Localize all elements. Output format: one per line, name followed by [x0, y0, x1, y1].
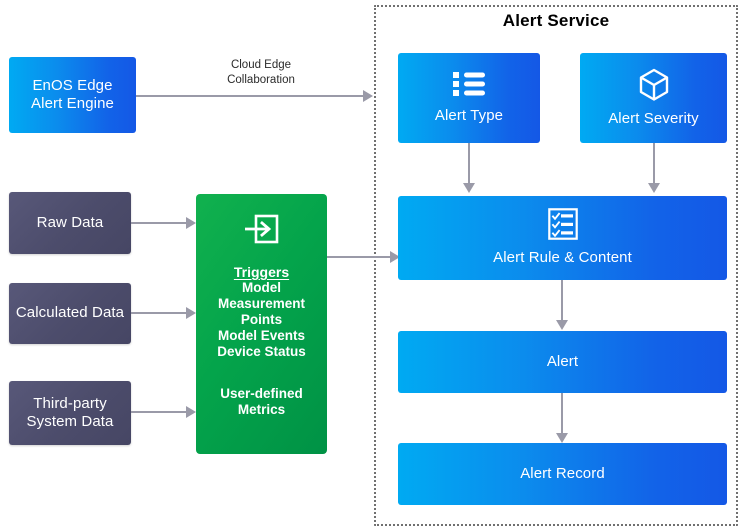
alert-label: Alert	[546, 352, 579, 370]
connector-raw-data-to-triggers	[131, 222, 188, 224]
alert-severity-label: Alert Severity	[608, 109, 699, 127]
alert-severity-node[interactable]: Alert Severity	[580, 53, 727, 143]
cube-icon	[638, 68, 670, 101]
alert-service-title: Alert Service	[502, 11, 610, 30]
arrowhead-alert-type-to-alert-rule	[463, 183, 475, 193]
trigger-item-model-measurement: Model Measurement	[217, 280, 306, 311]
checklist-icon	[547, 208, 578, 241]
cloud-edge-collaboration-line1: Cloud Edge	[230, 59, 292, 71]
arrowhead-engine-to-service	[363, 90, 373, 102]
triggers-node[interactable]: Triggers Model Measurement Points Model …	[196, 194, 327, 454]
source-box-third-party-system-data[interactable]: Third-party System Data	[9, 381, 131, 445]
triggers-footer: User-defined Metrics	[220, 386, 303, 418]
alert-type-node[interactable]: Alert Type	[398, 53, 540, 143]
connector-third-party-to-triggers	[131, 411, 188, 413]
alert-node[interactable]: Alert	[398, 331, 727, 393]
connector-calculated-data-to-triggers	[131, 312, 188, 314]
sign-in-icon	[244, 214, 279, 244]
trigger-item-model-events: Model Events	[217, 327, 306, 343]
connector-triggers-to-alert-rule	[327, 256, 393, 258]
triggers-heading: Triggers	[233, 264, 290, 280]
connector-alert-type-to-alert-rule	[468, 143, 470, 185]
connector-engine-to-service	[136, 95, 364, 97]
source-box-calculated-data[interactable]: Calculated Data	[9, 283, 131, 344]
triggers-footer-line2: Metrics	[237, 401, 286, 417]
arrowhead-triggers-to-alert-rule	[390, 251, 400, 263]
cloud-edge-collaboration-label: Cloud Edge Collaboration	[196, 58, 326, 87]
alert-record-node[interactable]: Alert Record	[398, 443, 727, 505]
alert-rule-and-content-label: Alert Rule & Content	[493, 249, 632, 267]
alert-type-label: Alert Type	[434, 107, 504, 125]
arrowhead-calculated-data-to-triggers	[186, 307, 196, 319]
bullet-list-icon	[452, 70, 486, 98]
arrowhead-alert-to-alert-record	[556, 433, 568, 443]
alert-service-container	[374, 5, 738, 526]
cloud-edge-collaboration-line2: Collaboration	[227, 73, 295, 86]
trigger-item-device-status: Device Status	[217, 343, 306, 359]
trigger-item-points: Points	[240, 311, 283, 327]
source-box-third-party-label-line1: Third-party	[33, 394, 107, 412]
enos-edge-alert-engine-label-line1: EnOS Edge	[32, 76, 113, 94]
alert-rule-and-content-node[interactable]: Alert Rule & Content	[398, 196, 727, 280]
enos-edge-alert-engine-node[interactable]: EnOS Edge Alert Engine	[9, 57, 136, 133]
source-box-third-party-label-line2: System Data	[26, 413, 114, 430]
arrowhead-alert-rule-to-alert	[556, 320, 568, 330]
source-box-calculated-data-label: Calculated Data	[15, 304, 125, 322]
source-box-raw-data[interactable]: Raw Data	[9, 192, 131, 254]
alert-record-label: Alert Record	[520, 464, 605, 482]
arrowhead-alert-severity-to-alert-rule	[648, 183, 660, 193]
arrowhead-third-party-to-triggers	[186, 406, 196, 418]
enos-edge-alert-engine-label-line2: Alert Engine	[31, 95, 114, 112]
arrowhead-raw-data-to-triggers	[186, 217, 196, 229]
triggers-footer-line1: User-defined	[220, 385, 303, 401]
source-box-raw-data-label: Raw Data	[36, 213, 104, 231]
connector-alert-to-alert-record	[561, 393, 563, 435]
connector-alert-rule-to-alert	[561, 280, 563, 322]
connector-alert-severity-to-alert-rule	[653, 143, 655, 185]
